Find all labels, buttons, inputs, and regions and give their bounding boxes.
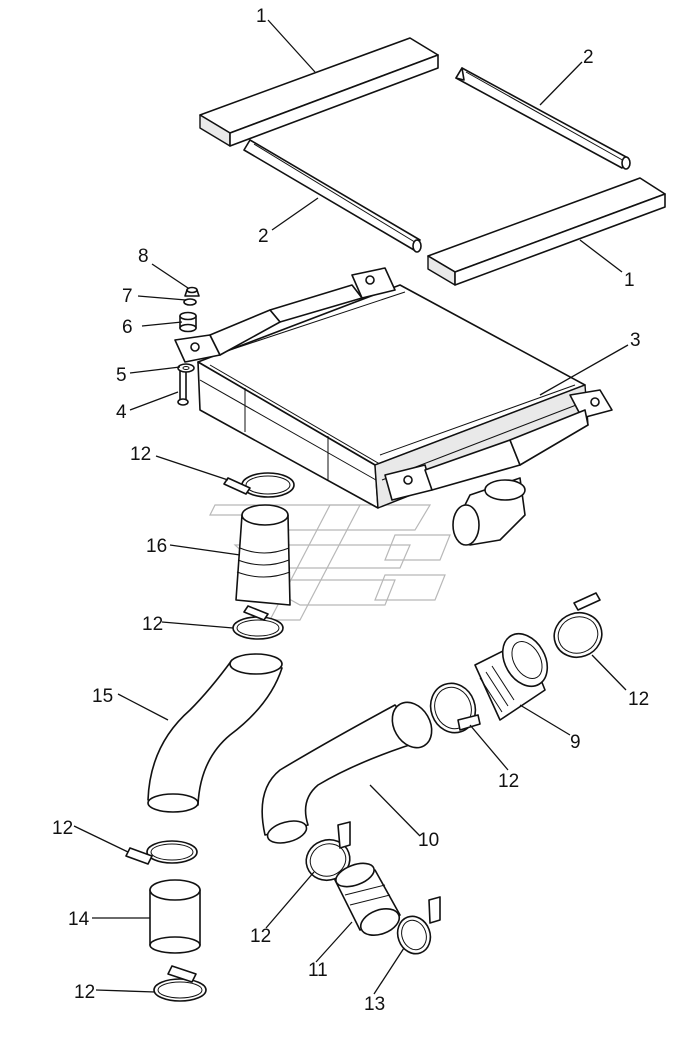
callout-12-f: 12 xyxy=(498,771,519,792)
pipe-10 xyxy=(261,701,433,844)
callout-12-g: 12 xyxy=(250,926,271,947)
seal-strip-right xyxy=(455,67,631,170)
intercooler-core xyxy=(174,267,613,546)
callout-8: 8 xyxy=(138,246,149,267)
callout-7: 7 xyxy=(122,286,133,307)
callout-labels: 1 2 2 1 3 8 7 6 5 4 12 16 12 15 12 14 12… xyxy=(52,6,649,1015)
callout-5: 5 xyxy=(116,365,127,386)
callout-11: 11 xyxy=(308,960,328,981)
hose-clamp xyxy=(429,682,481,734)
seal-strip-left xyxy=(243,139,422,253)
callout-3: 3 xyxy=(630,330,641,351)
hose-clamp xyxy=(153,965,207,1002)
hose-14 xyxy=(149,879,201,954)
callout-1-right: 1 xyxy=(624,270,635,291)
pipe-15 xyxy=(147,653,283,813)
callout-12-a: 12 xyxy=(130,444,151,465)
mounting-bolt xyxy=(177,369,189,406)
callout-10: 10 xyxy=(418,830,439,851)
callout-14: 14 xyxy=(68,909,90,930)
rubber-bushing xyxy=(179,311,197,333)
hose-clamp xyxy=(305,821,351,882)
hose-clamp xyxy=(553,592,603,659)
leader-lines xyxy=(73,19,629,995)
callout-13: 13 xyxy=(364,994,385,1015)
washer-lower xyxy=(177,363,195,373)
callout-2-top: 2 xyxy=(583,47,594,68)
callout-2-left: 2 xyxy=(258,226,269,247)
callout-1-top: 1 xyxy=(256,6,267,27)
hose-9 xyxy=(474,632,549,721)
callout-16: 16 xyxy=(146,536,167,557)
callout-12-c: 12 xyxy=(52,818,73,839)
hose-11 xyxy=(334,862,401,936)
hose-16 xyxy=(235,504,291,606)
callout-4: 4 xyxy=(116,402,127,423)
hose-clamp-13 xyxy=(396,896,441,955)
callout-12-d: 12 xyxy=(74,982,95,1003)
callout-6: 6 xyxy=(122,317,133,338)
callout-12-e: 12 xyxy=(628,689,649,710)
hose-clamp xyxy=(232,605,284,640)
hose-clamp xyxy=(125,840,198,865)
callout-12-b: 12 xyxy=(142,614,163,635)
wood-block-top xyxy=(199,37,439,147)
nut xyxy=(184,286,200,297)
washer-upper xyxy=(183,298,197,306)
callout-9: 9 xyxy=(570,732,581,753)
wood-block-right xyxy=(427,177,666,286)
callout-15: 15 xyxy=(92,686,113,707)
hose-clamp xyxy=(223,472,295,498)
